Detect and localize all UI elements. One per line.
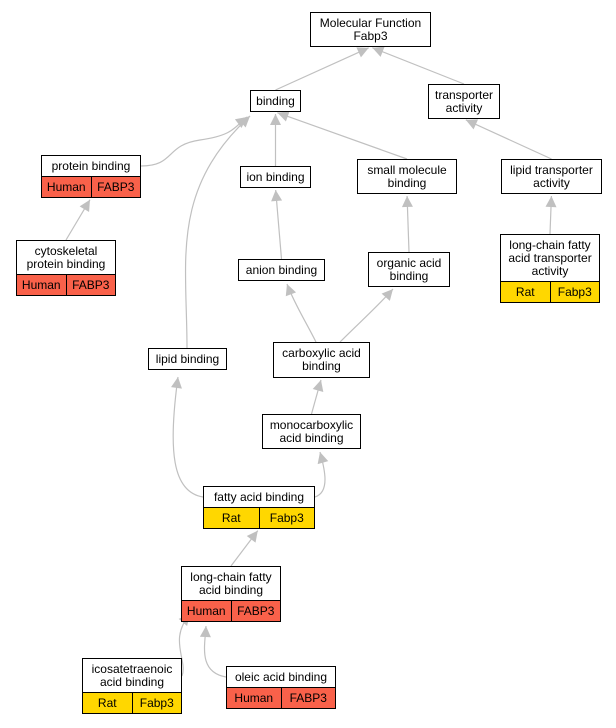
arrowhead-icon (277, 111, 290, 122)
edge-carboxylic-to-organic-acid (339, 288, 394, 343)
arrowhead-icon (285, 284, 297, 297)
go-term-label: binding (256, 93, 295, 108)
arrowhead-icon (199, 626, 211, 638)
arrowhead-icon (79, 199, 90, 212)
species-cell: Human (182, 601, 231, 621)
go-node-binding: binding (250, 90, 301, 112)
go-term-label: long-chain fatty acid binding (190, 569, 272, 597)
go-term-label: anion binding (245, 262, 318, 277)
go-term-label: fatty acid binding (213, 489, 305, 504)
go-node-small-molecule: small molecule binding (357, 159, 457, 194)
gene-cell: FABP3 (65, 275, 115, 295)
go-node-lipid-transporter: lipid transporter activity (501, 159, 602, 194)
edge-lipid-binding-to-binding (184, 115, 251, 349)
go-term-label: ion binding (246, 169, 305, 184)
arrowhead-icon (238, 116, 250, 128)
go-node-lcfa-transporter: long-chain fatty acid transporter activi… (500, 234, 600, 303)
go-node-root: Molecular Function Fabp3 (310, 12, 431, 47)
go-node-monocarboxylic: monocarboxylic acid binding (262, 414, 361, 449)
edge-anion-binding-to-ion-binding (275, 189, 283, 260)
go-node-ion-binding: ion binding (240, 166, 311, 188)
go-term-label: small molecule binding (367, 162, 447, 190)
go-term-label: organic acid binding (376, 255, 442, 283)
go-term-label: long-chain fatty acid transporter activi… (508, 237, 592, 278)
species-cell: Rat (501, 282, 550, 302)
species-cell: Human (227, 688, 281, 708)
arrowhead-icon (271, 189, 283, 202)
arrowhead-icon (317, 452, 329, 465)
go-node-transporter: transporter activity (428, 84, 500, 119)
edge-protein-binding-to-binding (140, 116, 248, 167)
arrowhead-icon (401, 195, 413, 208)
gene-cell: Fabp3 (131, 693, 181, 713)
edge-fatty-acid-to-lipid-binding (172, 376, 204, 498)
gene-cell: Fabp3 (549, 282, 599, 302)
go-term-label: monocarboxylic acid binding (269, 417, 354, 445)
arrowhead-icon (171, 377, 182, 389)
go-term-label: icosatetraenoic acid binding (91, 661, 173, 689)
go-term-label: oleic acid binding (234, 669, 328, 684)
species-cell: Rat (83, 693, 132, 713)
edge-small-molecule-to-binding (277, 112, 408, 160)
go-term-label: carboxylic acid binding (282, 346, 361, 373)
arrowhead-icon (465, 119, 479, 130)
gene-cell: FABP3 (90, 177, 140, 197)
edge-lipid-transporter-to-transporter (465, 119, 552, 160)
arrowhead-icon (270, 114, 281, 125)
gene-cell: FABP3 (280, 688, 335, 708)
go-term-label: Molecular Function Fabp3 (319, 15, 422, 43)
arrowhead-icon (381, 289, 393, 301)
go-term-label: lipid transporter activity (510, 162, 593, 190)
arrowhead-icon (312, 379, 324, 392)
edge-binding-to-root (275, 47, 369, 91)
go-node-lipid-binding: lipid binding (148, 348, 227, 370)
gene-cell: FABP3 (230, 601, 280, 621)
species-cell: Rat (204, 508, 259, 528)
go-node-organic-acid: organic acid binding (368, 252, 450, 287)
gene-cell: Fabp3 (258, 508, 314, 528)
arrowhead-icon (545, 195, 557, 208)
arrowhead-icon (356, 47, 369, 58)
go-term-label: transporter activity (434, 87, 494, 115)
edge-transporter-to-root (372, 47, 465, 85)
go-node-carboxylic: carboxylic acid binding (273, 342, 370, 378)
arrowhead-icon (246, 530, 258, 543)
go-term-label: cytoskeletal protein binding (26, 243, 106, 271)
go-term-label: protein binding (51, 158, 131, 173)
go-node-anion-binding: anion binding (238, 259, 325, 281)
species-cell: Human (17, 275, 66, 295)
go-term-label: lipid binding (155, 351, 220, 366)
species-cell: Human (42, 177, 91, 197)
arrowhead-icon (372, 46, 385, 57)
